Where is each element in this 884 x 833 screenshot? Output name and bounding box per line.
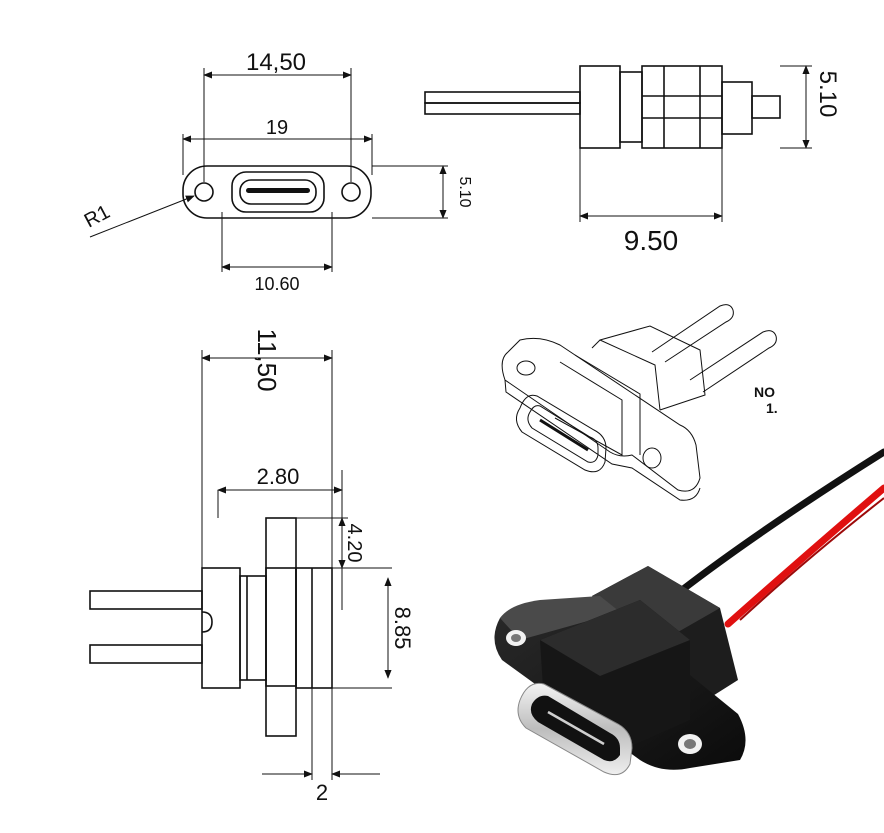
mounting-hole-left — [194, 182, 214, 202]
side-view — [424, 65, 812, 222]
dim-front-flange: 2.80 — [257, 464, 300, 489]
dim-front-body-height: 8.85 — [390, 607, 415, 650]
dim-port-width: 10.60 — [254, 274, 299, 294]
dim-side-height: 5.10 — [814, 71, 841, 118]
mounting-hole-right — [341, 182, 361, 202]
wire-red — [724, 484, 884, 628]
dim-radius: R1 — [81, 201, 114, 232]
note-line-1: NO — [754, 384, 775, 400]
dim-front-total: 11,50 — [252, 328, 282, 391]
product-photo — [494, 448, 884, 776]
note-line-2: 1. — [766, 400, 778, 416]
wire-black — [678, 448, 884, 594]
dim-side-length: 9.50 — [624, 225, 679, 256]
dim-front-depth: 2 — [316, 780, 328, 805]
dim-top-outer-width: 14,50 — [246, 49, 306, 76]
profile-view — [89, 350, 392, 780]
dim-top-height: 5.10 — [456, 176, 473, 207]
top-view — [89, 68, 448, 272]
dim-front-pin-offset: 4.20 — [343, 524, 365, 563]
dim-top-hole-spacing: 19 — [266, 117, 288, 139]
isometric-view — [501, 304, 777, 501]
